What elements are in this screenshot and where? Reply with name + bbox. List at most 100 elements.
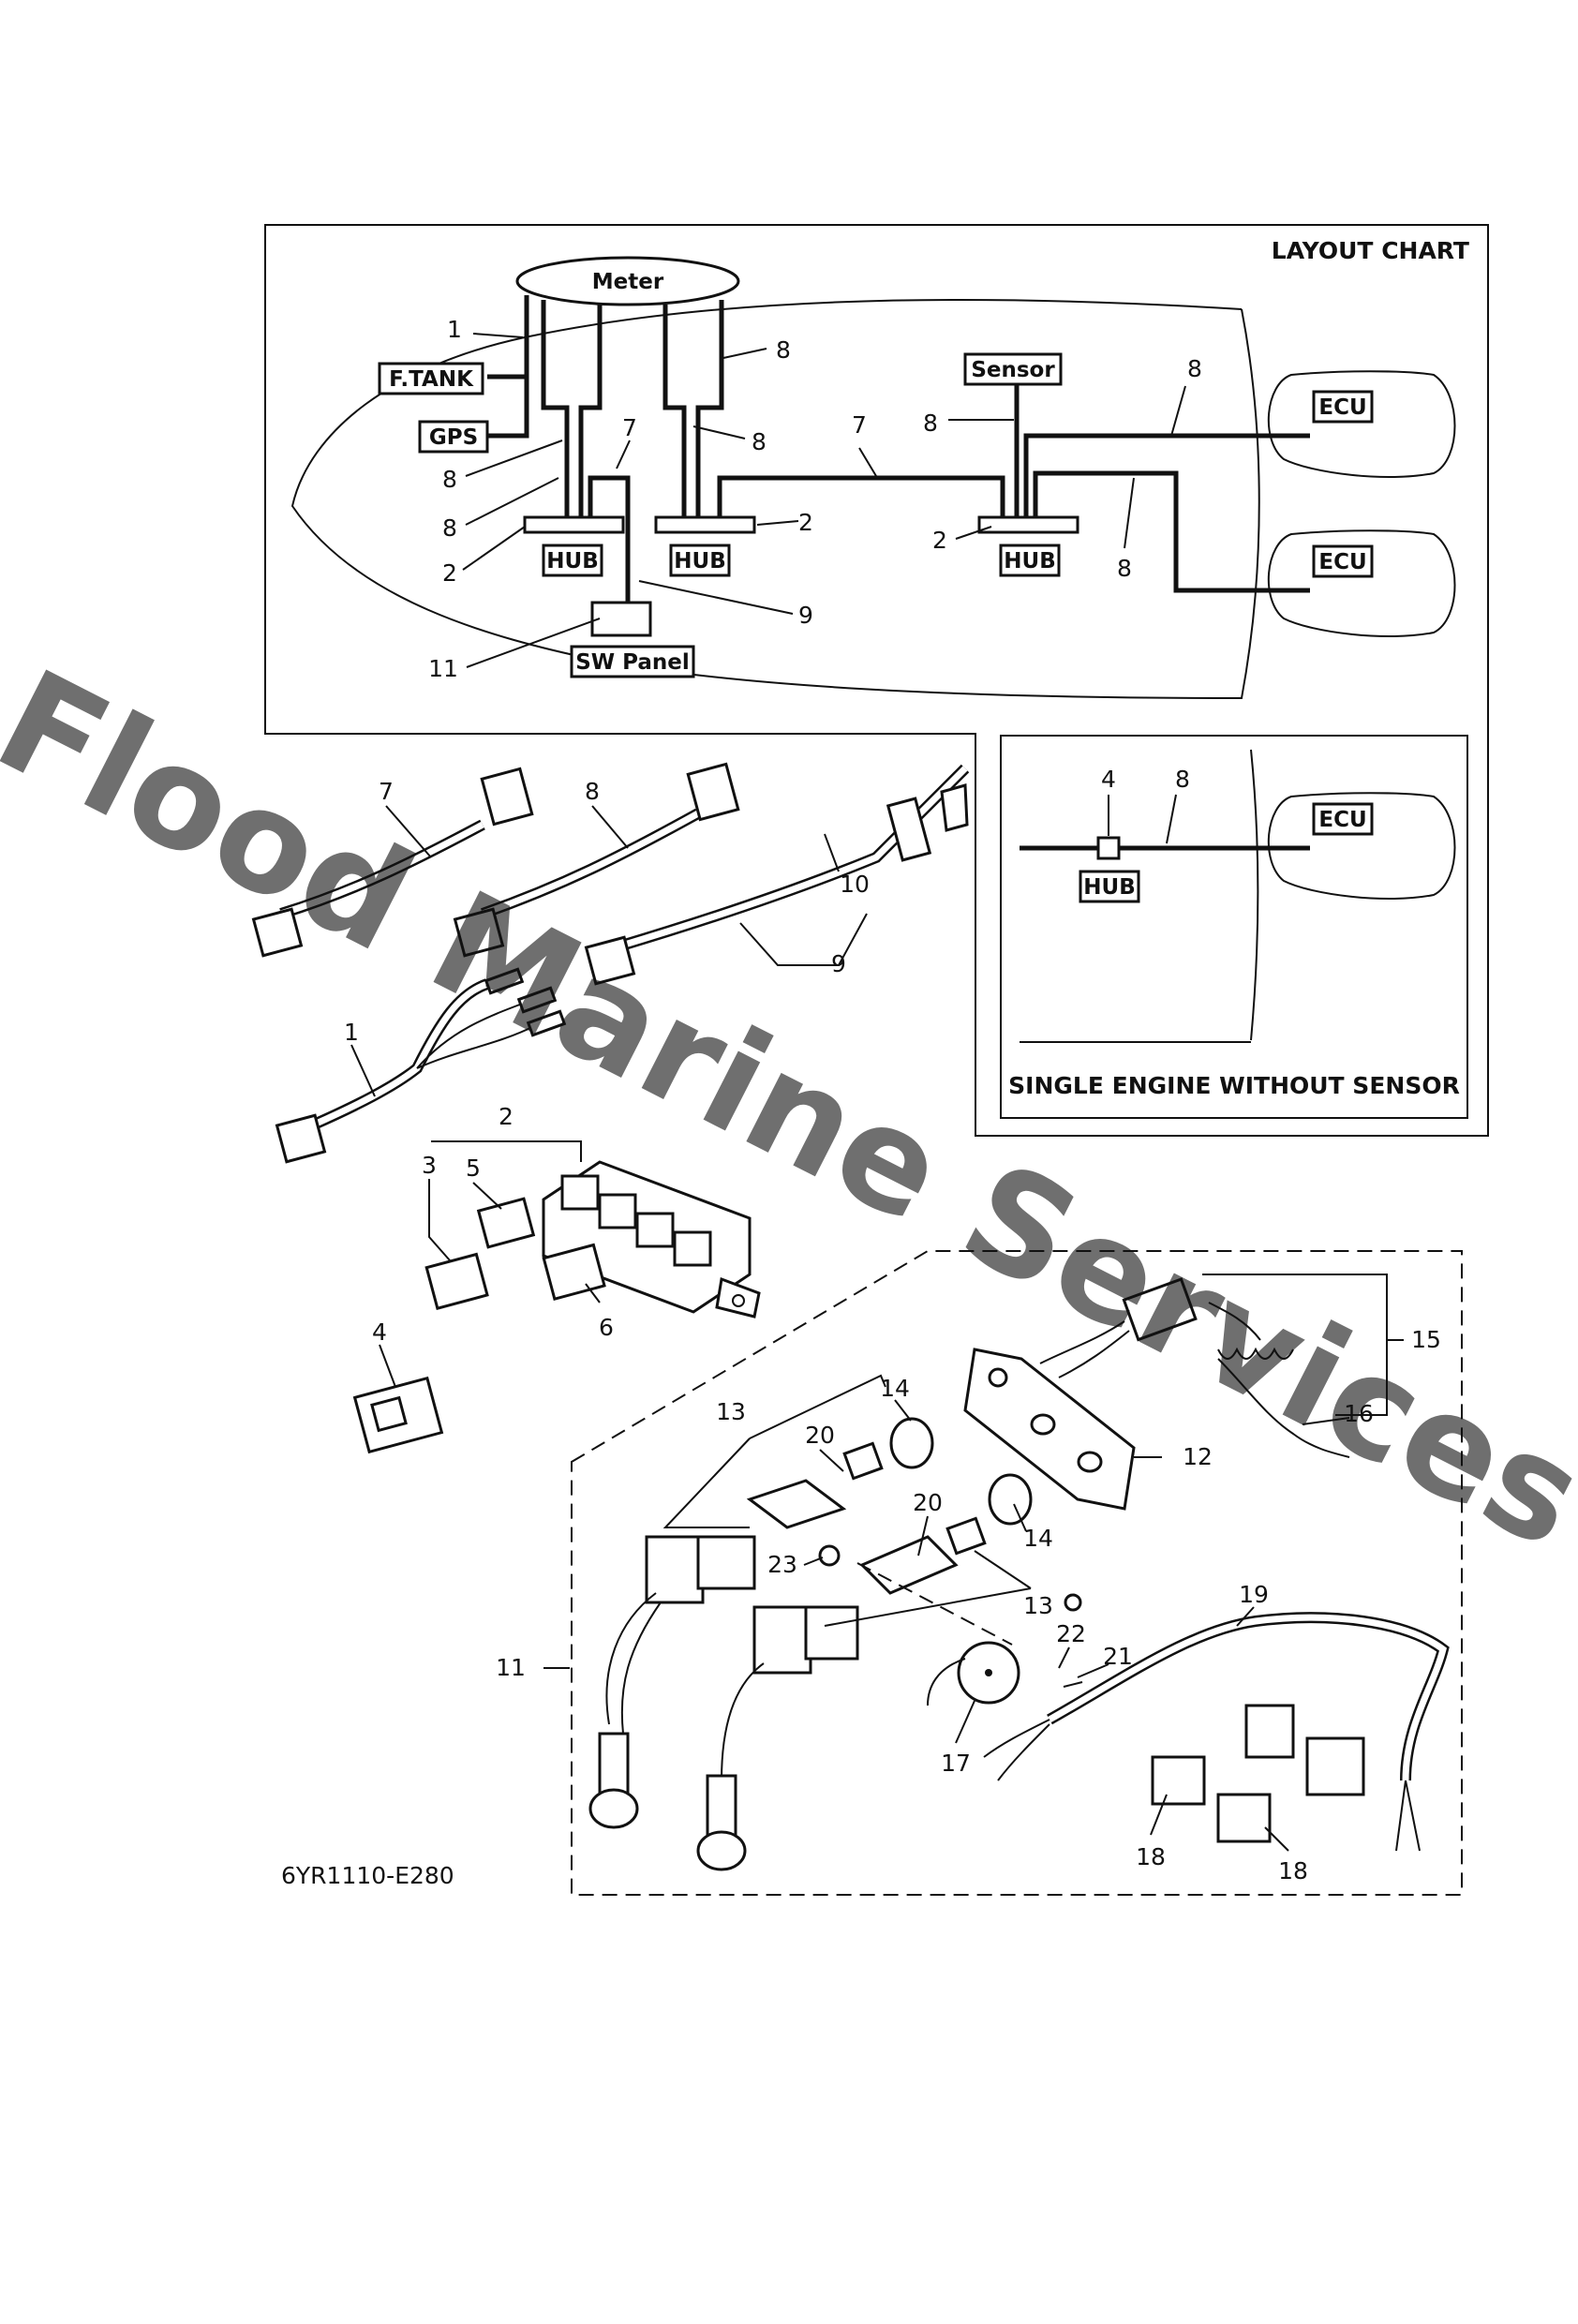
wire-meter-hub-left-b — [578, 305, 603, 520]
part-callout-11: 11 — [496, 1654, 526, 1681]
buzzer-17 — [927, 1593, 1082, 1706]
switch-panel-block — [590, 601, 652, 637]
ecu-box-top — [1312, 390, 1374, 424]
engine-outline-bottom — [1267, 529, 1456, 637]
part-callout-6: 6 — [599, 1314, 614, 1341]
drawing-code: 6YR1110-E280 — [281, 1862, 454, 1889]
wire-hub-ecu-top — [1023, 433, 1310, 520]
ftank-label: F.TANK — [389, 367, 474, 392]
callout-8: 8 — [1117, 555, 1132, 582]
callout-7: 7 — [852, 411, 867, 439]
gps-label: GPS — [429, 425, 478, 450]
stop-switch-15 — [1039, 1277, 1350, 1458]
callout-11: 11 — [428, 655, 458, 682]
part-callout-22: 22 — [1056, 1620, 1086, 1647]
relay-18-left — [1151, 1755, 1206, 1806]
part-callout-3: 3 — [422, 1152, 437, 1179]
part-callout-1: 1 — [344, 1019, 359, 1046]
hub-label-right: HUB — [1004, 549, 1055, 574]
hub-label-middle: HUB — [674, 549, 725, 574]
relay-18-right — [1216, 1793, 1272, 1843]
harness-1 — [275, 967, 567, 1164]
part-callout-23: 23 — [767, 1551, 797, 1578]
part-callout-7: 7 — [379, 778, 394, 805]
parts-leaders — [350, 805, 1404, 1852]
part-callout-9: 9 — [831, 950, 846, 977]
callout-1: 1 — [447, 316, 462, 343]
part-callout-5: 5 — [466, 1155, 481, 1182]
inset-frame — [1000, 735, 1468, 1119]
harness-9-10 — [584, 764, 970, 986]
harness-8 — [453, 762, 740, 958]
part-callout-18: 18 — [1278, 1857, 1308, 1885]
group-11-outline — [571, 1250, 1463, 1896]
hub-bar-middle — [654, 515, 756, 534]
inset-hub-box — [1079, 870, 1140, 903]
hub-connector-4 — [352, 1376, 444, 1454]
hub-bar-left — [523, 515, 625, 534]
part-callout-16: 16 — [1344, 1400, 1374, 1427]
hub-label-left: HUB — [546, 549, 598, 574]
parts-illustrations — [251, 762, 1463, 1896]
part-callout-18: 18 — [1136, 1843, 1166, 1870]
callout-8: 8 — [752, 428, 767, 455]
part-callout-19: 19 — [1239, 1581, 1269, 1608]
callout-2: 2 — [932, 527, 947, 554]
meter-box — [515, 256, 740, 306]
part-callout-8: 8 — [585, 778, 600, 805]
sensor-box — [963, 352, 1063, 386]
harness-19 — [983, 1612, 1450, 1852]
callout-7: 7 — [622, 414, 637, 441]
callout-8: 8 — [442, 466, 457, 493]
screw-21 — [1063, 1681, 1083, 1688]
gps-box — [418, 420, 489, 454]
part-callout-15: 15 — [1411, 1326, 1441, 1353]
washer-23 — [818, 1544, 841, 1567]
ftank-box — [378, 362, 484, 395]
part-callout-20: 20 — [805, 1422, 835, 1449]
layout-chart-title: LAYOUT CHART — [1272, 237, 1469, 264]
layout-chart: LAYOUT CHART Meter F.TANK GPS HUB HUB HU… — [264, 224, 1489, 1137]
part-callout-17: 17 — [941, 1750, 971, 1777]
callout-8: 8 — [776, 336, 791, 364]
inset-callout-4: 4 — [1101, 766, 1116, 793]
wire-hub-to-hub — [717, 475, 1005, 520]
key-switch-13-upper — [588, 1479, 847, 1829]
watermark: Flood Marine Services — [0, 640, 1578, 1581]
sensor-label: Sensor — [971, 358, 1055, 382]
sw-panel-box — [570, 645, 695, 678]
part-callout-20: 20 — [913, 1489, 943, 1516]
callout-9: 9 — [798, 602, 813, 629]
cap-6 — [542, 1243, 606, 1302]
callout-8: 8 — [923, 410, 938, 437]
part-callout-21: 21 — [1103, 1643, 1133, 1670]
part-callout-14: 14 — [880, 1375, 910, 1402]
part-callout-10: 10 — [840, 871, 870, 898]
parts-callouts: 7 8 10 9 1 2 3 5 6 4 15 16 14 13 20 12 2… — [344, 778, 1441, 1885]
inset-hub-node — [1096, 836, 1121, 860]
layout-leaders — [462, 333, 1186, 668]
hub-bar-right — [977, 515, 1079, 534]
inset-single-engine: HUB ECU 4 8 SINGLE ENGINE WITHOUT SENSOR — [1000, 735, 1468, 1119]
ecu-label-top: ECU — [1318, 395, 1366, 420]
wire-meter-hub-right-b — [695, 300, 724, 520]
hull-outline — [290, 299, 1260, 700]
callout-8: 8 — [1187, 355, 1202, 382]
switch-panel-12 — [963, 1348, 1136, 1511]
inset-ecu-box — [1312, 802, 1374, 836]
cap-5 — [476, 1197, 536, 1249]
layout-chart-frame — [264, 224, 1489, 1137]
inset-hub-label: HUB — [1083, 875, 1135, 900]
part-callout-13: 13 — [716, 1398, 746, 1425]
sw-panel-label: SW Panel — [575, 650, 690, 675]
engine-outline-top — [1267, 370, 1456, 478]
wire-hub-ecu-bottom — [1033, 470, 1310, 593]
hub-box-right — [999, 544, 1061, 577]
part-callout-2: 2 — [499, 1103, 514, 1130]
ecu-box-bottom — [1312, 544, 1374, 578]
callout-2: 2 — [442, 559, 457, 587]
inset-callout-8: 8 — [1175, 766, 1190, 793]
wire-meter-hub-right-a — [662, 305, 687, 520]
key-switch-13-lower — [696, 1535, 959, 1871]
